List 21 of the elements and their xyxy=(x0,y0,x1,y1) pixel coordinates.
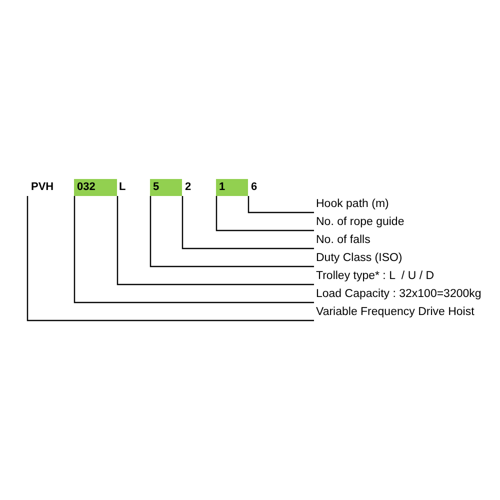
description-text: Duty Class (ISO) xyxy=(314,251,402,269)
description-text: No. of rope guide xyxy=(314,215,404,233)
code-label: 6 xyxy=(248,179,261,196)
highlighted-code-block: 5 xyxy=(150,179,182,196)
description-text: Trolley type* : L / U / D xyxy=(314,269,434,287)
description-text: No. of falls xyxy=(314,233,370,251)
description-text: Load Capacity : 32x100=3200kg xyxy=(314,287,482,305)
leader-line xyxy=(182,196,314,250)
highlighted-code-block: 032 xyxy=(74,179,117,196)
leader-line xyxy=(150,196,314,268)
code-label: PVH xyxy=(27,179,57,196)
code-label: 2 xyxy=(182,179,195,196)
code-label: L xyxy=(117,179,130,196)
leader-line xyxy=(216,196,314,232)
highlighted-code-block: 1 xyxy=(216,179,248,196)
leader-line xyxy=(248,196,314,214)
leader-line xyxy=(26,196,314,322)
description-text: Variable Frequency Drive Hoist xyxy=(314,305,474,323)
leader-line xyxy=(116,196,314,286)
leader-line xyxy=(74,196,314,304)
description-text: Hook path (m) xyxy=(314,197,389,215)
